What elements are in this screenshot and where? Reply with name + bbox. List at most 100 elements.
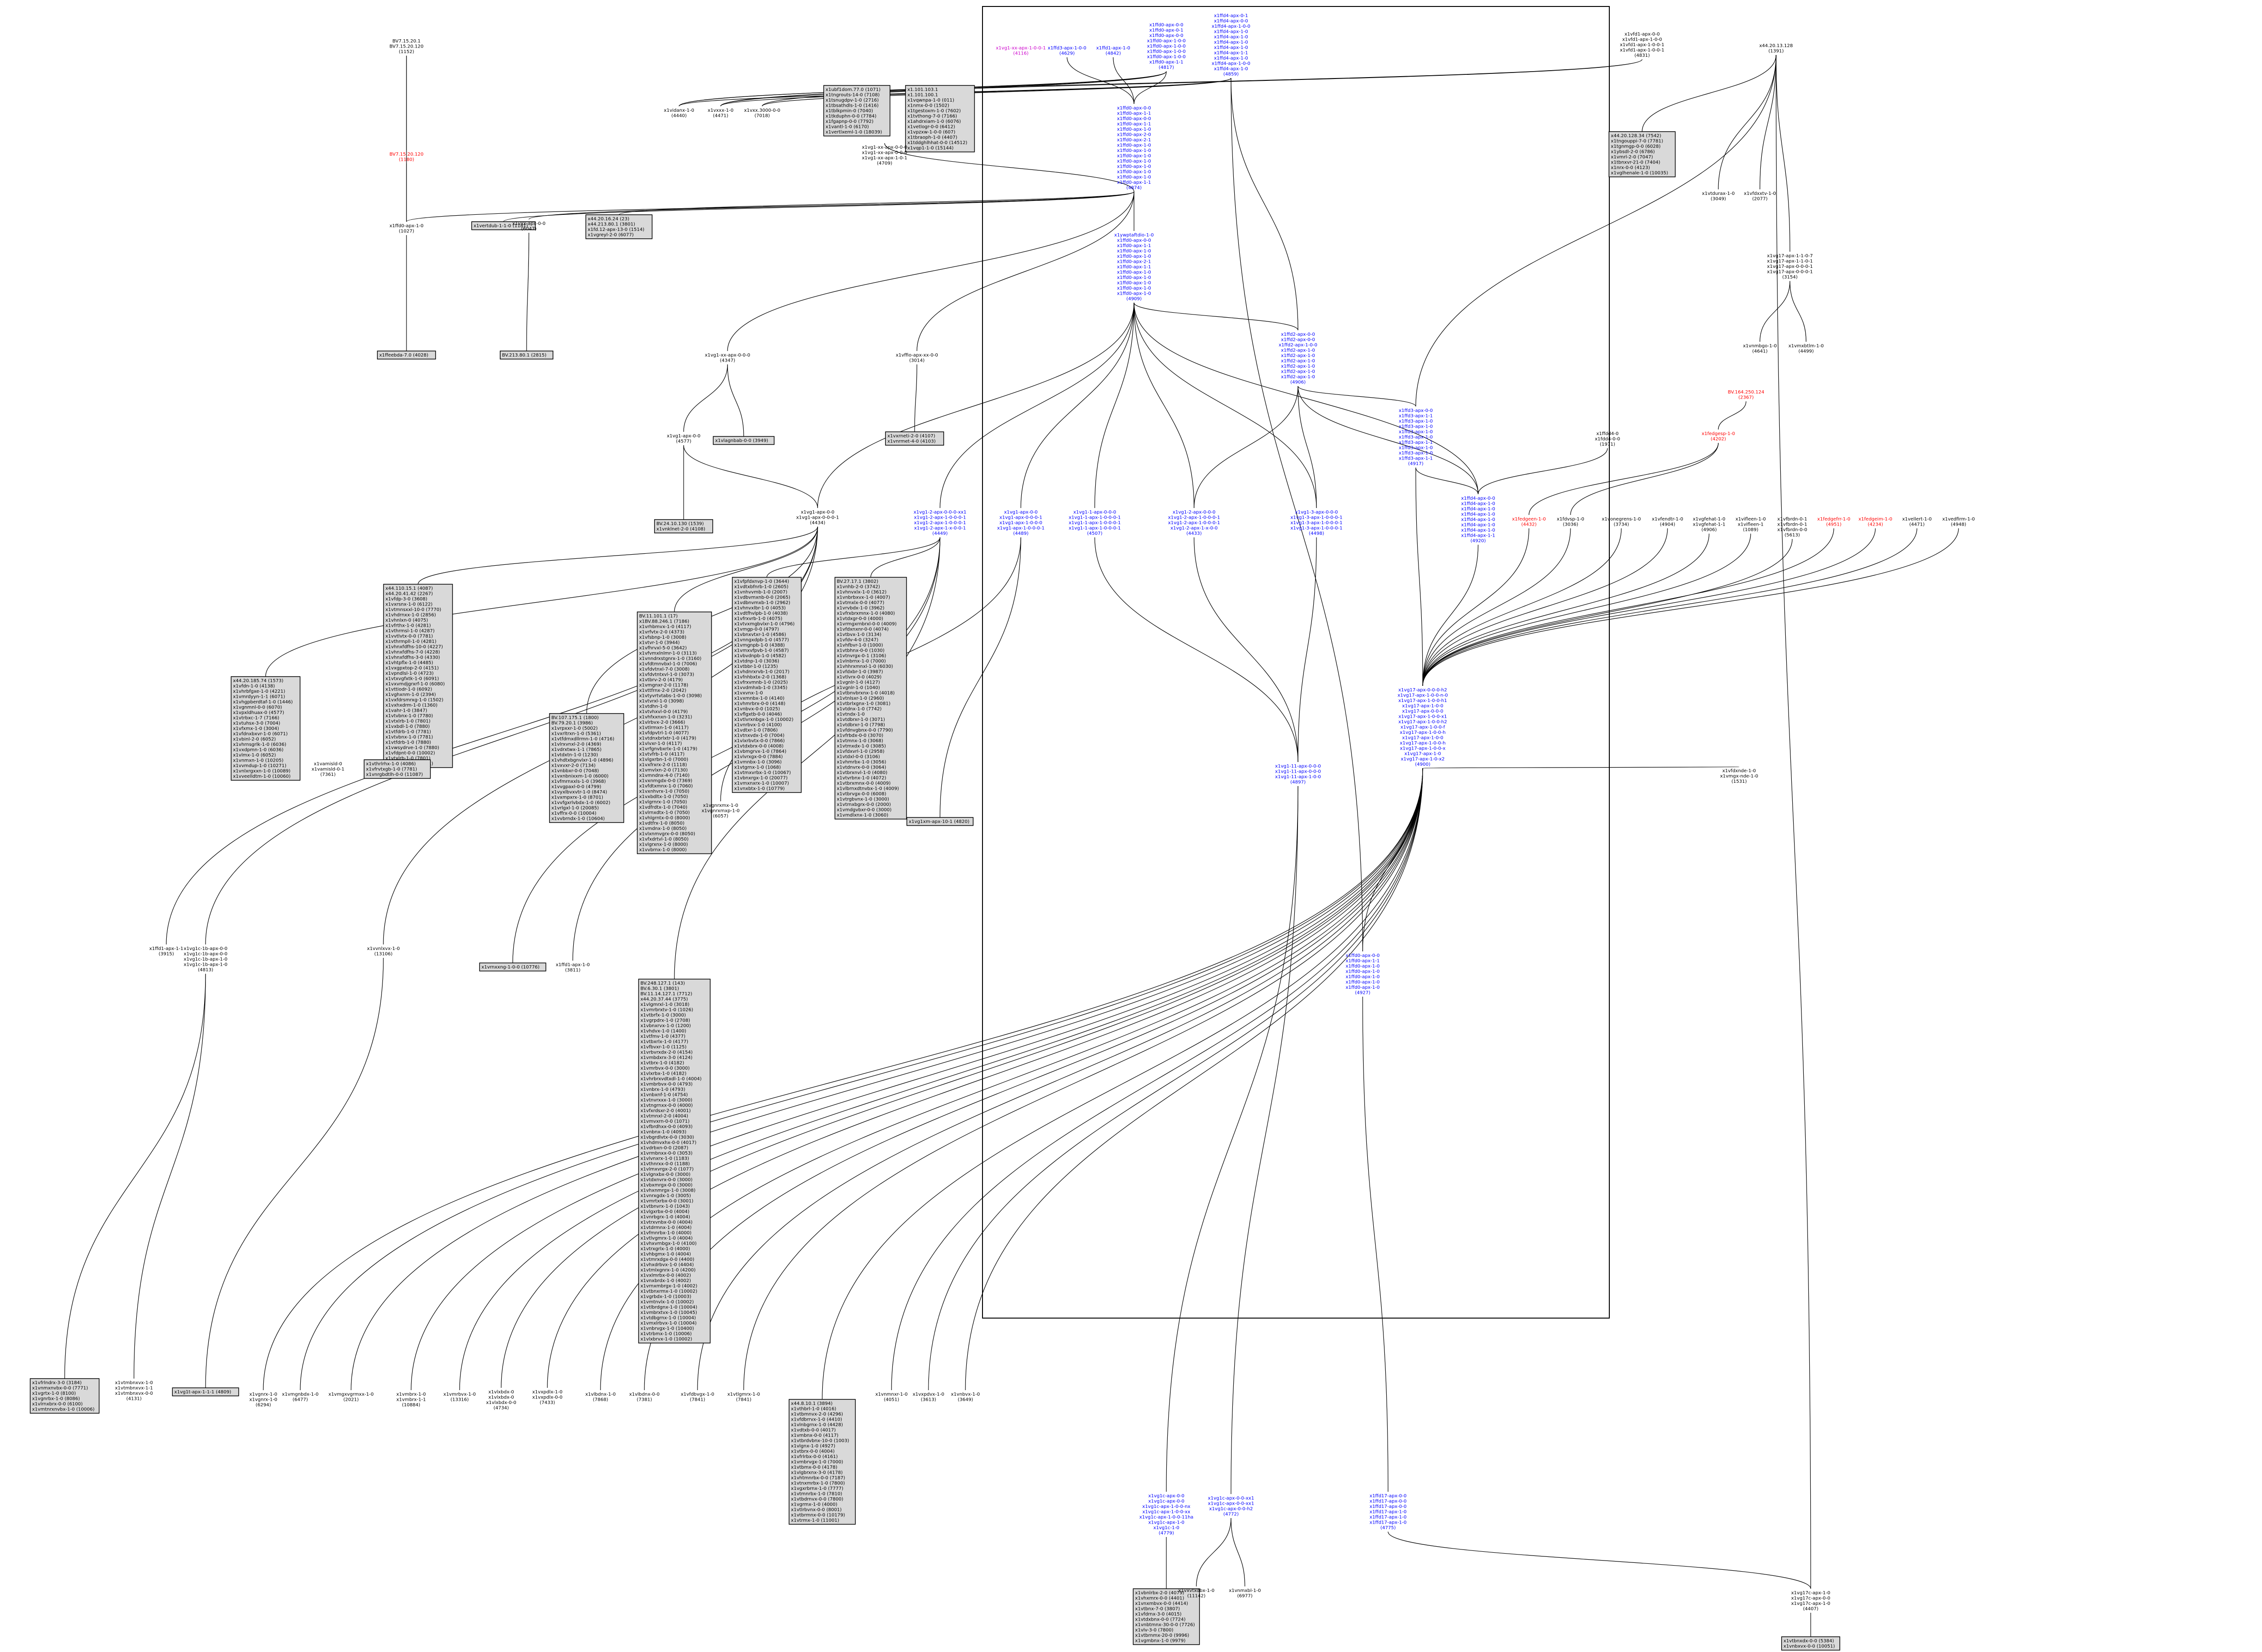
node-label-line: x1fedgesp-1-0 bbox=[1702, 431, 1735, 436]
node-label-line: x1vifleen-1-0 bbox=[1735, 517, 1766, 522]
host-list-box-frame bbox=[885, 431, 944, 446]
edge bbox=[418, 526, 818, 585]
node-label-line: x1ffd0-apx-1-1 bbox=[1346, 959, 1380, 964]
node-label: x1vfdbvgx-1-0(7841) bbox=[681, 1392, 715, 1403]
edge bbox=[1134, 303, 1479, 495]
node-label-line: x1vg17-apx-1-0-0-n-0 bbox=[1397, 693, 1448, 698]
node-label-line: x1ffd4-apx-1-0 bbox=[1214, 45, 1248, 50]
node-label-line: x1ffd2-apx-1-0 bbox=[1281, 353, 1315, 358]
node-label: x1vfbrdn-0-1x1vfbrdn-0-1x1vfbrdn-0-0(561… bbox=[1777, 517, 1807, 538]
node-label-line: (1391) bbox=[1768, 49, 1783, 54]
node-label-line: BV.213.80.1 (2815) bbox=[502, 353, 546, 358]
node-label-line: x1vtrmx-1-0 (11001) bbox=[791, 1518, 839, 1523]
node-label-line: x1vg1-3-apx-1-0-0-0-1 bbox=[1291, 526, 1343, 531]
node-label-line: x1vtbhnx-0-0 (1030) bbox=[837, 648, 885, 654]
node-label-line: (4234) bbox=[1868, 522, 1883, 527]
node-label-line: x1vmtnrxnvbx-1-0 (10006) bbox=[32, 1407, 94, 1412]
node-label-line: x1vbxmrgx-0-0 (3000) bbox=[641, 1183, 693, 1188]
node-label-line: x1vhrnsgrlk-1-0 (6036) bbox=[233, 742, 286, 747]
node-label-line: x1vlxrbvtx-0-0 (7866) bbox=[734, 738, 785, 744]
node-label-line: x1fedgeen-1-0 bbox=[1512, 517, 1546, 522]
node-label-line: x1vfd1-apx-0-0 bbox=[1625, 32, 1660, 37]
host-list-box: x1vfpfdxnvp-1-0 (3644)x1vdtxbfnrb-1-0 (2… bbox=[732, 577, 802, 793]
node-label-line: x1vfnhbxtx-2-0 (1368) bbox=[734, 675, 786, 680]
node-label-line: x1vmgp-0-0 (4797) bbox=[734, 627, 779, 632]
node-label-line: x1tngrouts-14-0 (7108) bbox=[825, 93, 879, 98]
host-list-box-frame bbox=[377, 351, 436, 360]
node-label-line: x1vlrxvnxl-2-0 (4369) bbox=[552, 742, 601, 747]
node-label-line: x1vg1-11-apx-0-0-0 bbox=[1275, 764, 1321, 769]
node-label-line: x1vlgnxbx-0-0 (3000) bbox=[641, 1172, 691, 1177]
node-label-line: x1vdfrdtx-1-0 (7040) bbox=[639, 805, 688, 810]
node-label-line: x1ffd4-apx-1-0 bbox=[1214, 35, 1248, 40]
node-label-line: BV.248.127.1 (143) bbox=[641, 981, 685, 986]
node-label-line: x1vxvtxdbx-1-0 bbox=[1178, 1588, 1214, 1593]
node-label-line: x1ffd3-apx-1-0 bbox=[1399, 424, 1433, 430]
node-label-line: x1vhnvxlx-1-0 (3612) bbox=[837, 590, 887, 595]
node-label-line: (4499) bbox=[1798, 349, 1813, 354]
edge bbox=[822, 768, 1423, 1400]
node-label-line: x1vhxmrx-0-0 (4401) bbox=[1135, 1596, 1184, 1601]
edge bbox=[940, 537, 1021, 818]
host-list-box-frame bbox=[1608, 131, 1676, 177]
node-label-line: x1vmxbtlm-1-0 bbox=[1789, 344, 1824, 349]
node-label: x1vg17c-apx-1-0x1vg17c-apx-0-0x1vg17c-ap… bbox=[1791, 1591, 1831, 1612]
edge bbox=[263, 768, 1423, 1391]
node-label-line: x1ffd0-apx-1-0 bbox=[1346, 969, 1380, 974]
node-label-line: (6057) bbox=[713, 814, 728, 819]
node-label-line: x1vfendtr-1-0 bbox=[1652, 517, 1683, 522]
node-label-line: BV7.15.20.120 bbox=[389, 44, 424, 49]
node-label-line: x1vtbnvrx-1-0 (1043) bbox=[641, 1204, 690, 1209]
node-label-line: x1vg17-apx-0-0-0-1 bbox=[1767, 264, 1813, 269]
node-label: x1fedgeim-1-0(4234) bbox=[1858, 517, 1892, 527]
node-label-line: (6977) bbox=[1237, 1594, 1252, 1599]
node-label-line: x1vfmnrbx-1-0 (4000) bbox=[641, 1231, 692, 1236]
host-list-box: x1vthrlrhx-1-0 (4086)x1vfrvtxgb-1-0 (778… bbox=[364, 759, 431, 779]
node-label-line: x1ffd4-apx-1-0 bbox=[1461, 517, 1495, 522]
node-label-line: x1vtbmx-0-0 (4178) bbox=[791, 1465, 837, 1470]
node-label-line: x1vg1-3-apx-1-0-0-0-1 bbox=[1291, 520, 1343, 526]
node-label-line: x1vtmbnxvx-0-0 bbox=[115, 1391, 153, 1396]
node-label-line: x1vg1c-apx-0-0 bbox=[1148, 1499, 1184, 1504]
node-label-line: x1vgrtx-1-0 (8100) bbox=[32, 1391, 76, 1396]
node-label-line: x1vfdp-3-0 (3608) bbox=[385, 597, 427, 602]
node-label-line: x1vmrbvx-0-0 (3000) bbox=[641, 1066, 690, 1071]
edge bbox=[1759, 281, 1790, 342]
node-label-line: (4433) bbox=[1186, 531, 1201, 536]
node-label-line: BV.24.10.130 (1539) bbox=[656, 521, 704, 526]
edge bbox=[1415, 467, 1423, 686]
node-label-line: (4874) bbox=[1126, 186, 1141, 191]
node-label-line: x1vlgrxnx-1-0 (8000) bbox=[639, 842, 688, 847]
node-label-line: x1vlvrxgx-0-0 (7884) bbox=[734, 755, 782, 760]
node-label-line: x1tkduphn-0-0 (7784) bbox=[825, 114, 876, 119]
host-list-box-frame bbox=[364, 759, 431, 779]
node-label-line: x1vtlvrxnbgx-1-0 (10002) bbox=[734, 717, 793, 722]
node-label-line: x1vgnmnl-0-0 (6070) bbox=[233, 705, 282, 710]
node-label-line: x1vtbrx-0-0 (4004) bbox=[791, 1449, 835, 1454]
node-label-line: x1vtrgbvnx-1-0 (3000) bbox=[837, 797, 889, 802]
node-label-line: x44.20.37.44 (3775) bbox=[641, 997, 688, 1002]
node-label-line: x1vlagnbab-0-0 (3949) bbox=[715, 438, 768, 443]
node-label-line: x1vtfdrb-1-0 (7880) bbox=[385, 740, 431, 745]
host-list-box-frame bbox=[788, 1399, 856, 1525]
node-label-line: x1ffd0-apx-0-1 bbox=[1149, 28, 1183, 33]
node-label-line: x1ffd4-apx-1-0 bbox=[1461, 512, 1495, 517]
edge bbox=[674, 526, 818, 612]
node-label-line: x1vthnrxx-0-0 (1188) bbox=[641, 1162, 690, 1167]
host-list-box-frame bbox=[383, 584, 453, 768]
node-label-line: x1vlv-3-0 (7800) bbox=[1135, 1628, 1173, 1633]
node-label-line: x1ffd4-apx-1-1 bbox=[1461, 533, 1495, 539]
node-label-line: x1vxfrxrx-2-0 (1118) bbox=[639, 762, 687, 768]
node-label-line: x1vtbrnmx-20-0 (9996) bbox=[1135, 1633, 1189, 1638]
node-label-line: x1BV.88.246.1 (7186) bbox=[639, 619, 690, 624]
edge bbox=[503, 191, 1134, 222]
node-label-line: x1vhdrnxx-1-0 (2856) bbox=[385, 613, 436, 618]
node-label-line: x1vtlrmxn-1-0 (4117) bbox=[639, 726, 689, 731]
node-label-line: x1vfd1-apx-1-0-0 bbox=[1622, 37, 1662, 42]
edge bbox=[1422, 528, 1834, 686]
